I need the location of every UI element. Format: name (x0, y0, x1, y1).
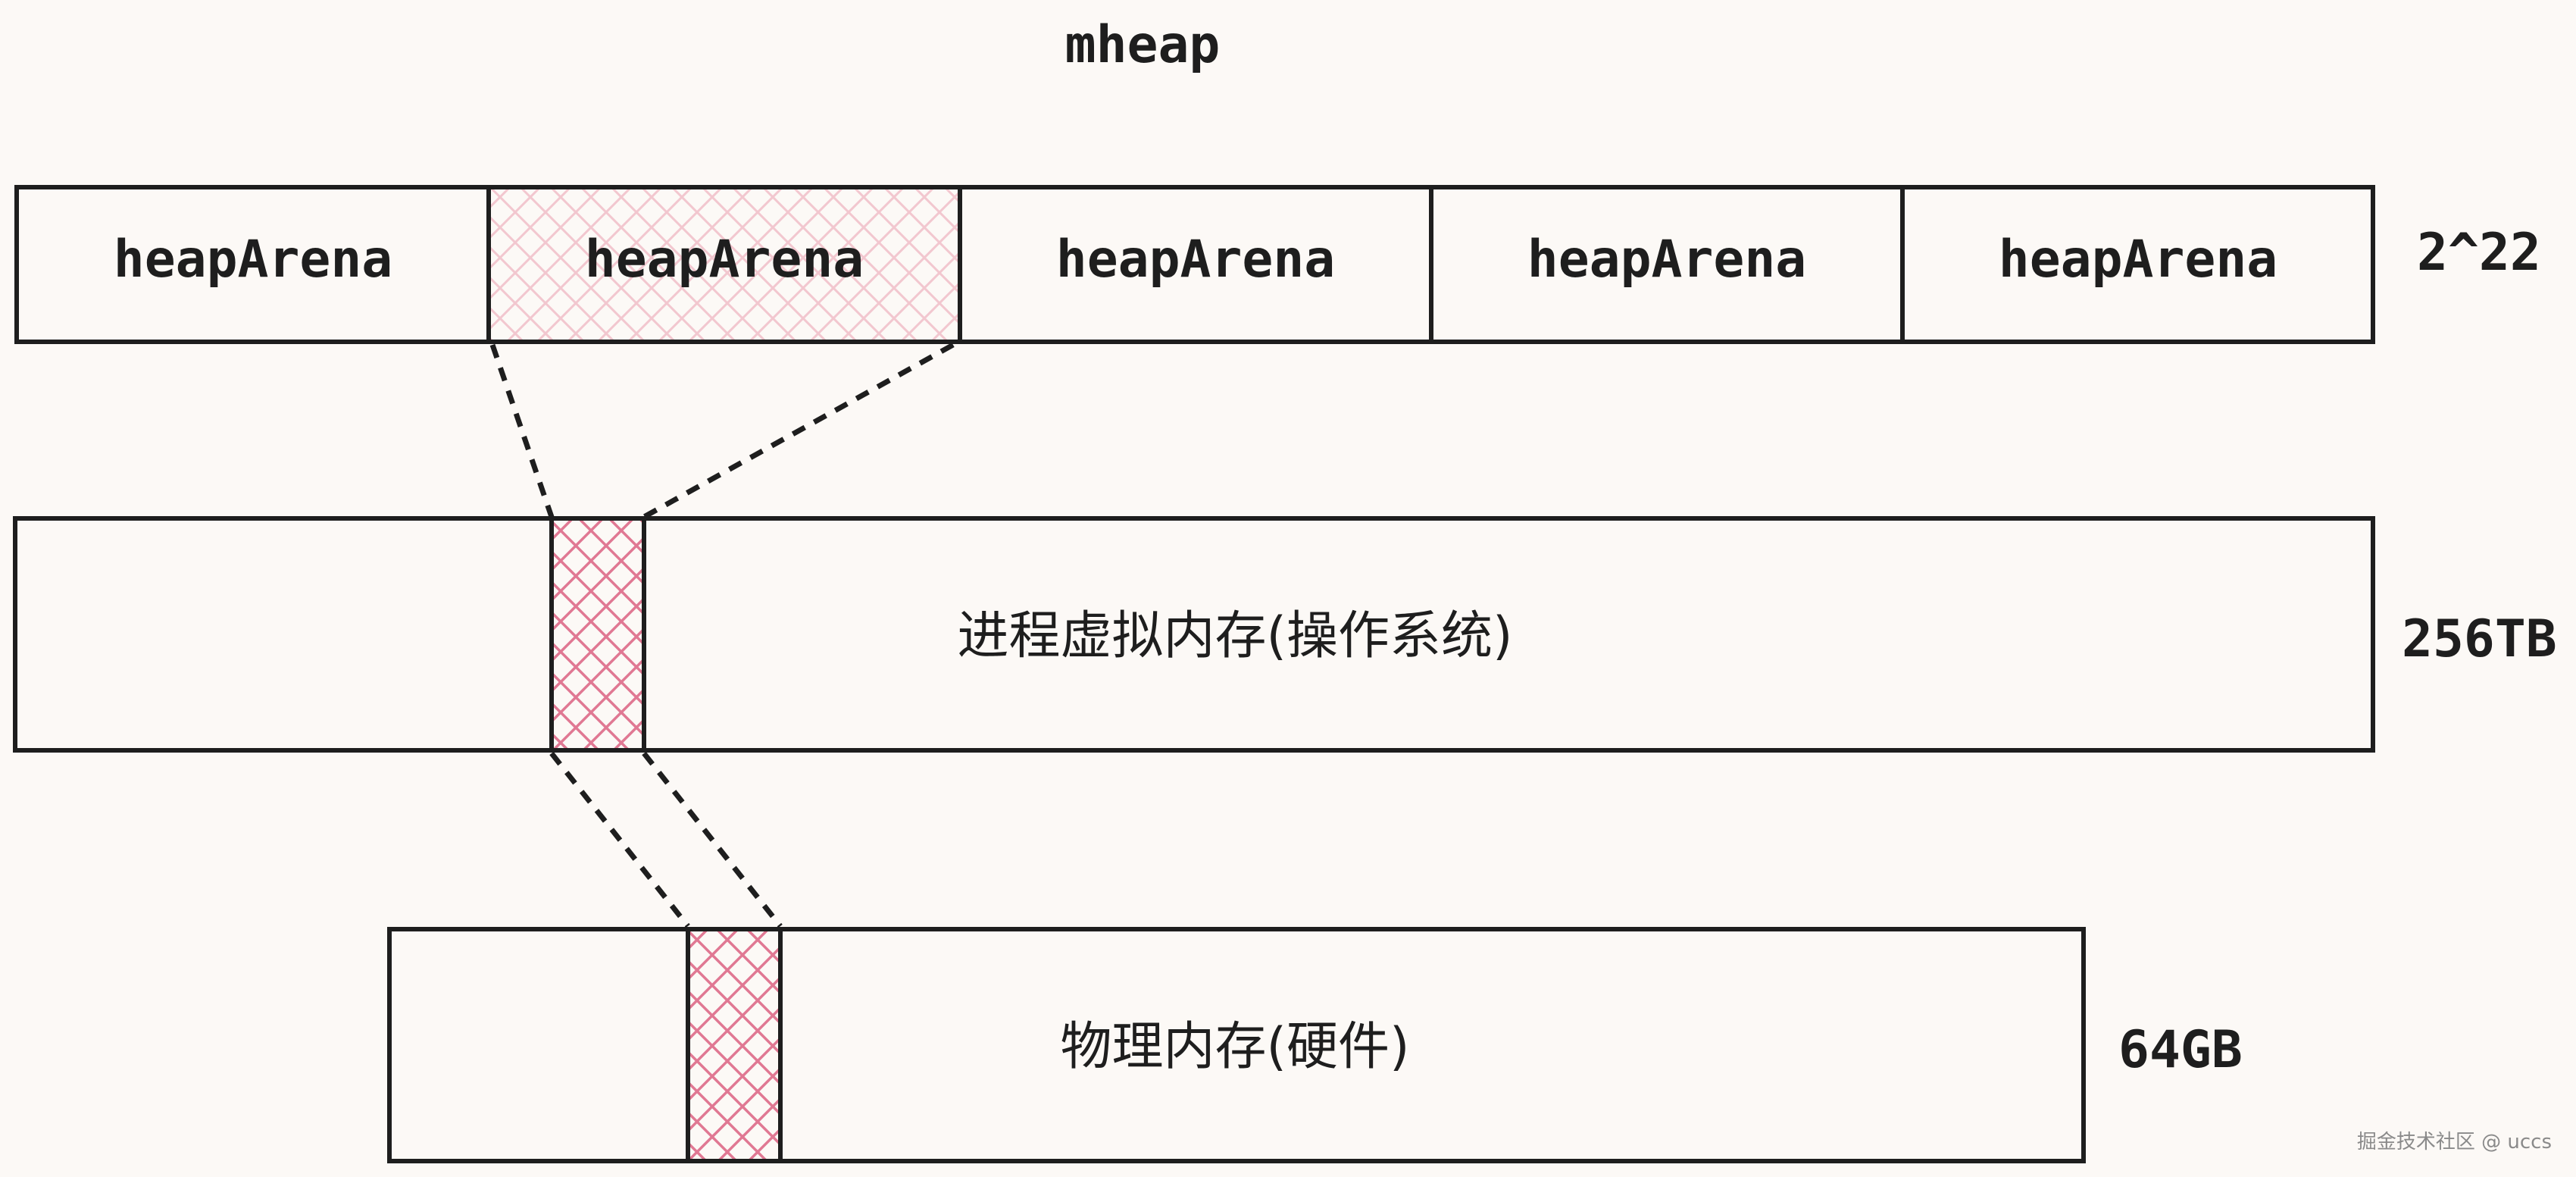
physical-memory-label: 物理内存(硬件) (1060, 1017, 1409, 1077)
arena-cell-label: heapArena (585, 230, 864, 290)
arena-row-frame (14, 185, 2375, 344)
virtual-memory-size-label: 256TB (2402, 609, 2557, 669)
virtual-memory-label: 进程虚拟内存(操作系统) (957, 606, 1512, 666)
physical-memory-block: 物理内存(硬件) 64GB (387, 927, 2243, 1163)
mapping-connector (642, 751, 783, 928)
mapping-connector (549, 751, 690, 928)
physical-memory-slice (688, 929, 780, 1161)
arena-row: heapArena heapArena heapArena heapArena … (14, 185, 2541, 344)
virtual-memory-slice (552, 518, 644, 750)
arena-size-label: 2^22 (2417, 223, 2541, 283)
physical-memory-frame (387, 927, 2086, 1163)
arena-cell-label: heapArena (1056, 230, 1335, 290)
arena-cell-label: heapArena (114, 230, 392, 290)
arena-cell-label: heapArena (1999, 230, 2277, 290)
diagram-title: mheap (1065, 15, 1221, 75)
arena-highlight (489, 187, 960, 342)
mapping-connector (489, 343, 555, 518)
physical-memory-size-label: 64GB (2118, 1020, 2243, 1080)
virtual-memory-frame (13, 516, 2375, 753)
mapping-connector (642, 342, 955, 520)
virtual-memory-block: 进程虚拟内存(操作系统) 256TB (13, 516, 2557, 753)
watermark: 掘金技术社区 @ uccs (2356, 1131, 2552, 1154)
arena-cell-label: heapArena (1527, 230, 1806, 290)
